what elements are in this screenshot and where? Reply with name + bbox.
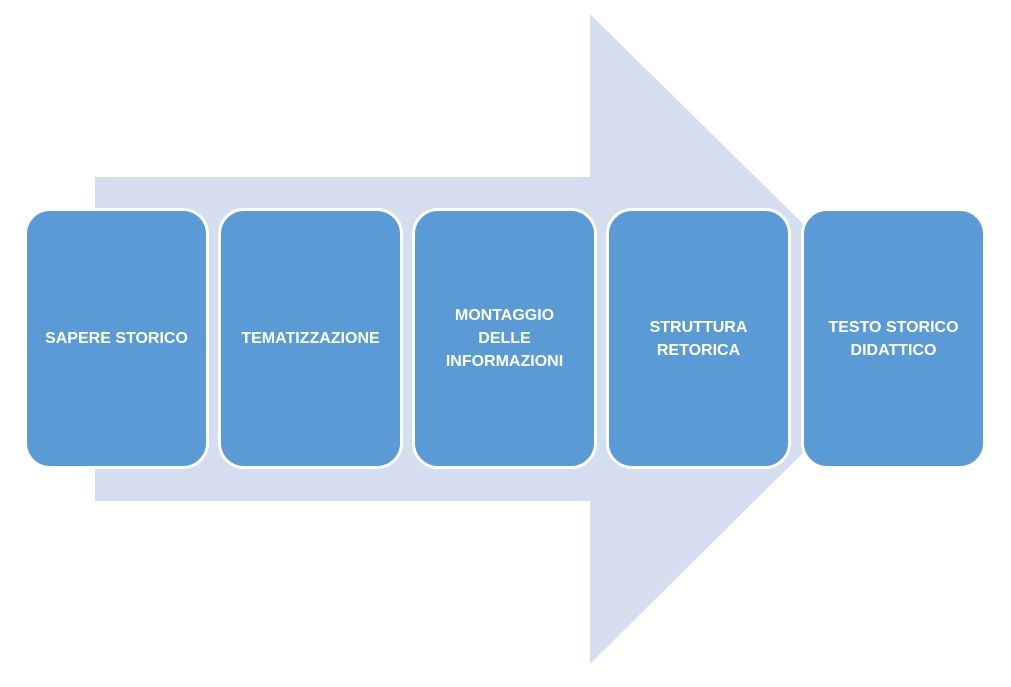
step-label: MONTAGGIO DELLE INFORMAZIONI	[445, 307, 564, 370]
step-box-sapere-storico: SAPERE STORICO	[24, 208, 209, 469]
step-box-testo-storico-didattico: TESTO STORICO DIDATTICO	[801, 208, 986, 469]
step-label: SAPERE STORICO	[45, 330, 188, 347]
step-label: STRUTTURA RETORICA	[649, 318, 748, 359]
step-box-tematizzazione: TEMATIZZAZIONE	[218, 208, 403, 469]
step-label: TESTO STORICO DIDATTICO	[828, 318, 959, 359]
step-box-montaggio-informazioni: MONTAGGIO DELLE INFORMAZIONI	[412, 208, 597, 469]
step-box-struttura-retorica: STRUTTURA RETORICA	[606, 208, 791, 469]
step-label: TEMATIZZAZIONE	[241, 330, 380, 347]
